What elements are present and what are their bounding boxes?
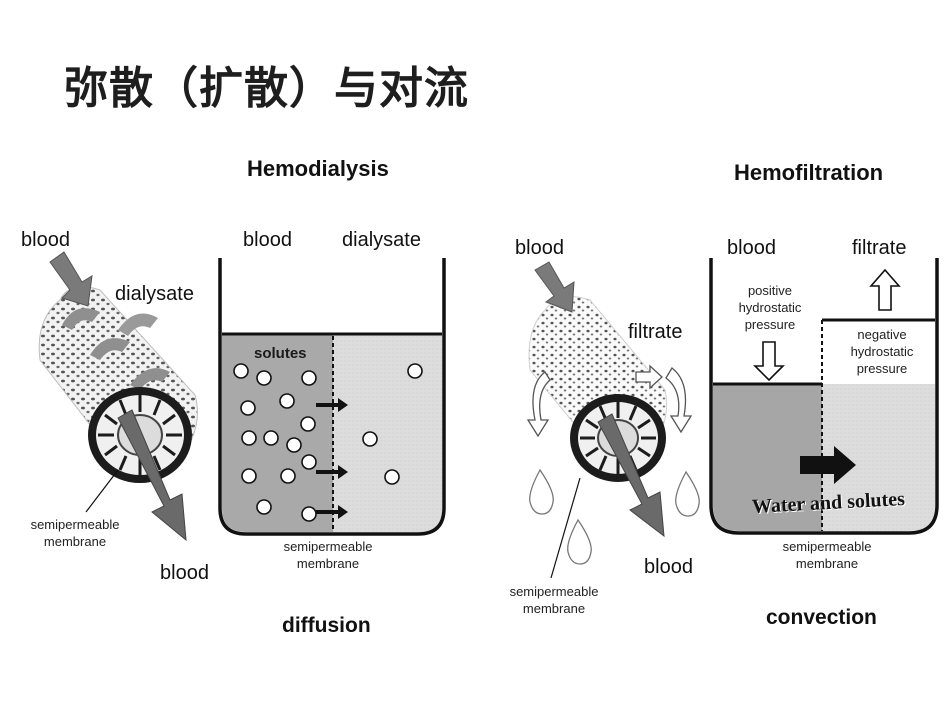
hf-fiber-blood-in-label: blood <box>515 237 564 259</box>
hemodialysis-fiber-illustration <box>38 251 198 542</box>
hf-fiber-blood-out-label: blood <box>644 556 693 578</box>
hemofiltration-tank <box>709 258 939 535</box>
hemofiltration-fiber-illustration <box>526 261 700 579</box>
tank-membrane-label: semipermeable membrane <box>283 539 373 571</box>
fiber-dialysate-label: dialysate <box>115 283 194 305</box>
hemofiltration-heading: Hemofiltration <box>734 160 884 185</box>
convection-label: convection <box>766 606 877 629</box>
down-arrow-icon <box>753 341 785 382</box>
hf-tank-blood-label: blood <box>727 237 776 259</box>
filtrate-droplets <box>529 468 700 565</box>
positive-pressure-label: positive hydrostatic pressure <box>738 283 802 332</box>
solute-particles <box>233 363 423 522</box>
diffusion-label: diffusion <box>282 614 371 637</box>
fiber-membrane-label: semipermeable membrane <box>30 517 120 549</box>
diffusion-arrows <box>316 398 348 519</box>
solutes-label: solutes <box>254 345 307 362</box>
page-title: 弥散（扩散）与对流 <box>64 63 469 114</box>
fiber-blood-out-label: blood <box>160 562 209 584</box>
tank-dialysate-label: dialysate <box>342 229 421 251</box>
negative-pressure-label: negative hydrostatic pressure <box>850 327 914 376</box>
hf-tank-filtrate-label: filtrate <box>852 237 907 259</box>
hf-fiber-membrane-label: semipermeable membrane <box>509 584 599 616</box>
convection-arrow-icon <box>800 446 856 484</box>
hf-tank-membrane-label: semipermeable membrane <box>782 539 872 571</box>
hf-fiber-filtrate-label: filtrate <box>628 321 683 343</box>
fiber-blood-in-label: blood <box>21 229 70 251</box>
hemodialysis-tank <box>218 258 446 536</box>
hemodialysis-heading: Hemodialysis <box>247 156 389 181</box>
tank-blood-label: blood <box>243 229 292 251</box>
up-arrow-icon <box>869 268 901 311</box>
